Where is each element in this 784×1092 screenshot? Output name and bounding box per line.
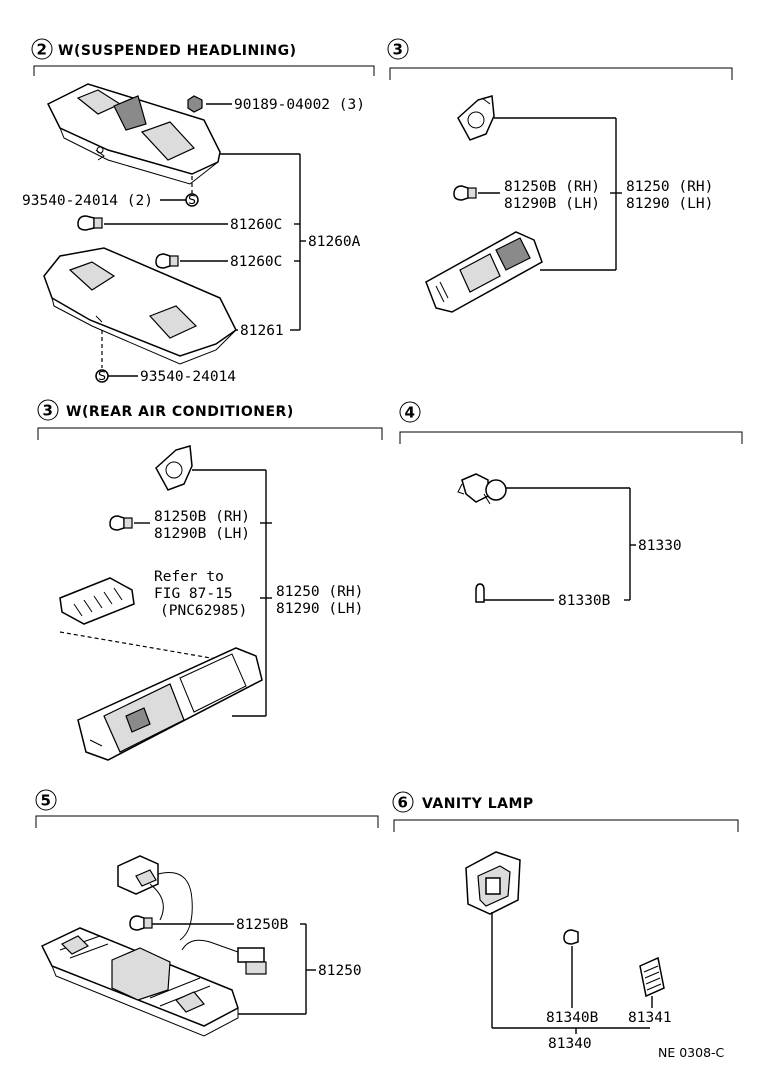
label-bulb-rh: 81250B (RH) [154,509,250,525]
label-assy-rh: 81250 (RH) [626,179,713,195]
switch-connector-drawing [117,855,193,941]
screw-lower-drawing: S [95,368,109,383]
section-number: 3 [393,41,403,59]
lens-drawing [43,247,237,365]
lamp-assembly-drawing [425,231,543,313]
section-bracket [35,815,379,828]
label-bulb-b: 81260C [230,254,282,270]
section-bracket [399,431,743,444]
section-2-suspended-headlining: 2 W(SUSPENDED HEADLINING) S [22,38,375,385]
section-bracket [33,65,375,76]
bulb-a-drawing [77,215,103,231]
screw-upper-drawing: S [185,192,199,207]
section-number: 3 [43,402,53,420]
section-3-rear-air-conditioner: 3 W(REAR AIR CONDITIONER) 81250B [37,399,383,761]
lens-drawing [639,956,665,998]
bulb-drawing [453,185,477,201]
section-number-circle [35,789,57,811]
section-title: W(REAR AIR CONDITIONER) [66,404,294,420]
section-number-circle [392,791,414,813]
label-bulb: 81330B [558,593,611,609]
label-clip: 90189-04002 (3) [234,97,365,113]
section-3-basic: 3 81250B (RH) 81290B (LH) 81250 (RH) 812… [387,38,733,313]
section-bracket [37,427,383,440]
section-number: 4 [405,404,415,422]
label-bulb-lh: 81290B (LH) [154,526,250,542]
section-number: 2 [37,41,47,59]
bulb-b-drawing [155,253,179,269]
label-bulb-a: 81260C [230,217,282,233]
section-number: 5 [41,792,51,810]
section-title: VANITY LAMP [422,796,534,812]
label-assembly: 81250 [318,963,362,979]
wedge-bulb-drawing [475,583,485,603]
section-6-vanity-lamp: 6 VANITY LAMP 81340B 81341 81340 [392,791,739,1052]
label-assembly: 81330 [638,538,682,554]
label-refer-1: Refer to [154,569,224,585]
bulb-drawing [129,915,153,931]
section-title: W(SUSPENDED HEADLINING) [58,43,297,59]
label-assembly: 81340 [548,1036,592,1052]
lamp-socket-drawing [457,473,507,505]
section-bracket [389,67,733,80]
label-bulb-lh: 81290B (LH) [504,196,600,212]
section-number-circle [399,401,421,423]
bracket-drawing [457,95,495,141]
bracket-drawing [155,445,193,491]
bulb-drawing [563,929,579,945]
section-number: 6 [398,794,408,812]
label-screw-lower: 93540-24014 [140,369,236,385]
clip-drawing [187,95,203,113]
label-assy-lh: 81290 (LH) [276,601,363,617]
label-assembly: 81260A [308,234,361,250]
label-assy-lh: 81290 (LH) [626,196,713,212]
vent-drawing [59,577,135,625]
lamp-assembly-drawing [77,647,263,761]
section-number-circle [37,399,59,421]
label-refer-3: (PNC62985) [160,603,247,619]
svg-text:S: S [98,368,106,383]
label-screw-upper: 93540-24014 (2) [22,193,153,209]
bulb-drawing [109,515,133,531]
svg-text:S: S [188,192,196,207]
vanity-housing-drawing [465,851,521,915]
label-lens: 81261 [240,323,284,339]
lamp-body-drawing [40,927,239,1037]
label-bulb: 81250B [236,917,289,933]
section-4: 4 81330 81330B [399,401,743,609]
section-number-circle [387,38,409,60]
wire-plug-drawing [181,939,267,975]
label-bulb-rh: 81250B (RH) [504,179,600,195]
section-number-circle [31,38,53,60]
map-lamp-housing-drawing [46,83,221,185]
label-assy-rh: 81250 (RH) [276,584,363,600]
label-refer-2: FIG 87-15 [154,586,233,602]
footer-code: NE 0308-C [658,1045,725,1060]
section-bracket [393,819,739,832]
label-bulb: 81340B [546,1010,599,1026]
label-lens: 81341 [628,1010,672,1026]
section-5: 5 81250B 81250 [35,789,379,1037]
